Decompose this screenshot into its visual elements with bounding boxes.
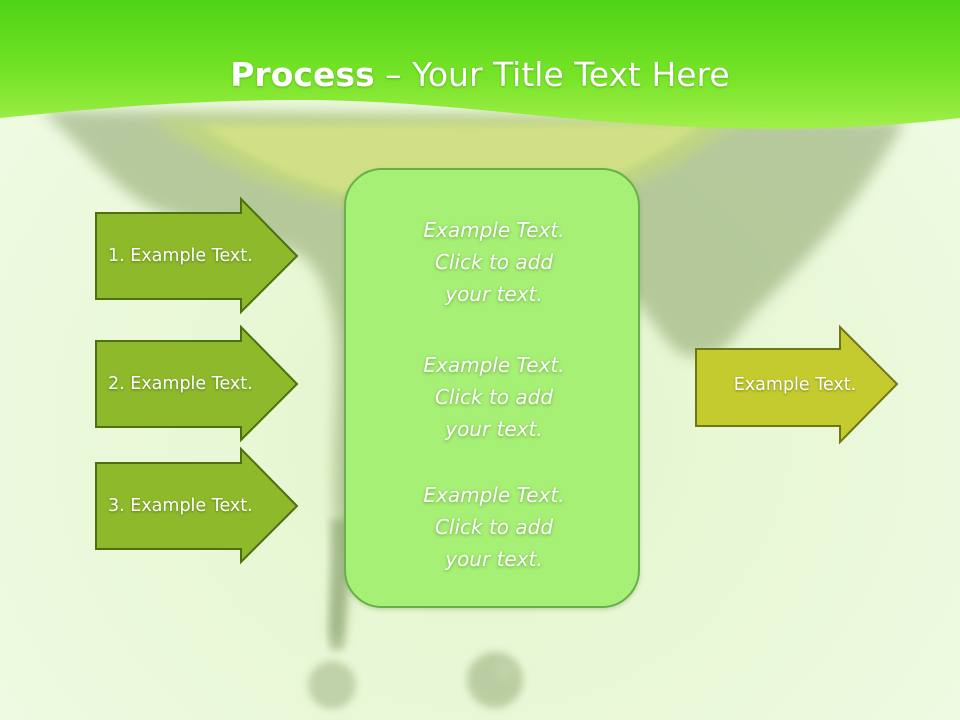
arrow-polygon: [95, 196, 299, 315]
center-text-block-3[interactable]: Example Text. Click to add your text.: [346, 479, 642, 575]
center-text-line: your text.: [445, 547, 543, 571]
center-text-block-1[interactable]: Example Text. Click to add your text.: [346, 214, 642, 310]
output-arrow-polygon: [695, 324, 899, 445]
title-rest: – Your Title Text Here: [374, 55, 730, 94]
header-banner: [0, 0, 960, 129]
input-arrow-3[interactable]: 3. Example Text.: [95, 446, 299, 565]
input-arrow-2[interactable]: 2. Example Text.: [95, 324, 299, 443]
input-arrow-1-label: 1. Example Text.: [108, 246, 253, 266]
input-arrow-3-label: 3. Example Text.: [108, 496, 253, 516]
center-text-line: your text.: [445, 282, 543, 306]
arrow-shape: [695, 324, 899, 445]
center-text-line: Click to add: [434, 250, 554, 274]
title-strong: Process: [230, 55, 375, 94]
center-text-block-2[interactable]: Example Text. Click to add your text.: [346, 349, 642, 445]
arrow-shape: [95, 446, 299, 565]
center-process-box[interactable]: Example Text. Click to add your text. Ex…: [344, 168, 640, 608]
arrow-shape: [95, 324, 299, 443]
arrow-shape: [95, 196, 299, 315]
center-text-line: your text.: [445, 417, 543, 441]
center-text-line: Example Text.: [423, 218, 565, 242]
output-arrow-label: Example Text.: [733, 375, 857, 395]
center-text-line: Example Text.: [423, 353, 565, 377]
center-text-line: Example Text.: [423, 483, 565, 507]
center-text-line: Click to add: [434, 515, 554, 539]
arrow-polygon: [95, 446, 299, 565]
input-arrow-2-label: 2. Example Text.: [108, 374, 253, 394]
center-text-line: Click to add: [434, 385, 554, 409]
arrow-polygon: [95, 324, 299, 443]
output-arrow[interactable]: Example Text.: [695, 324, 899, 445]
slide-title: Process – Your Title Text Here: [0, 52, 960, 98]
input-arrow-1[interactable]: 1. Example Text.: [95, 196, 299, 315]
